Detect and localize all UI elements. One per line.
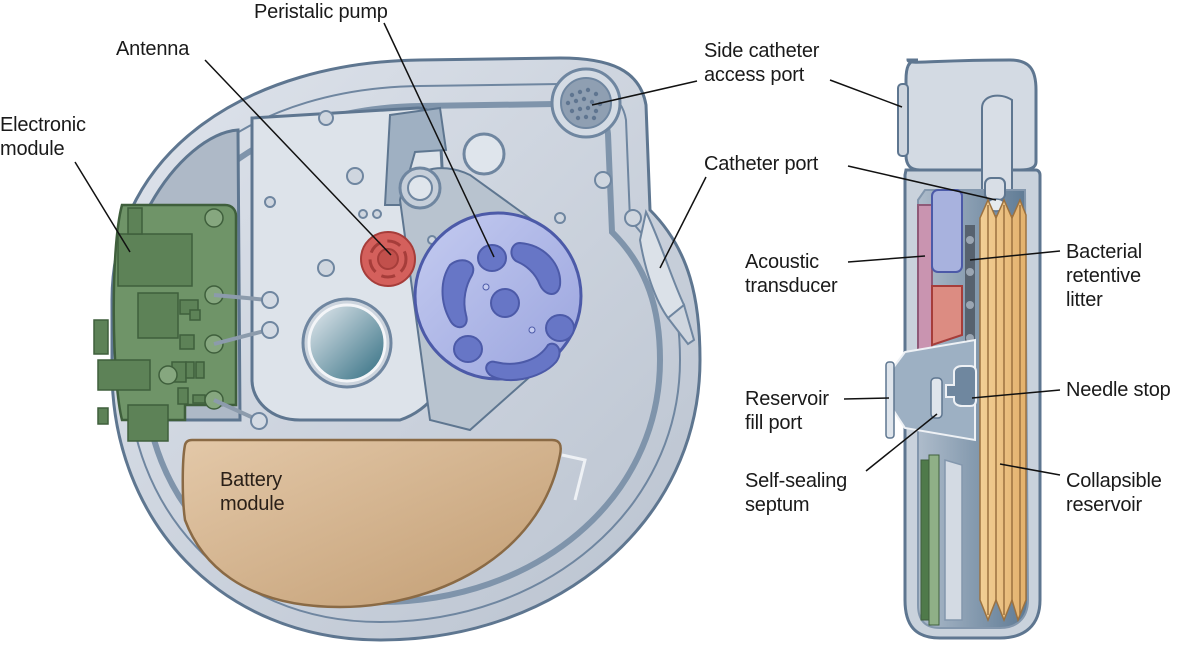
boss-large: [462, 132, 506, 176]
battery-bracket: [561, 453, 587, 501]
reservoir-pleats: [987, 205, 1021, 615]
leader-reservoir-fill-port: [843, 397, 890, 400]
leader-side-port-right: [829, 79, 903, 108]
electronic-module: [93, 203, 279, 442]
peristaltic-pump: [413, 211, 583, 382]
collapsible-reservoir: [979, 198, 1027, 623]
leader-electronic-module: [74, 161, 131, 253]
needle-stop: [945, 365, 977, 407]
side-catheter-access-port: [550, 67, 622, 139]
label-needle-stop: Needle stop: [1066, 379, 1171, 401]
label-collapsible-reservoir: Collapsible reservoir: [1066, 470, 1162, 516]
reservoir-fill-port: [885, 361, 895, 439]
leader-catheter-port-left: [659, 176, 707, 269]
battery-module: [181, 438, 562, 609]
antenna: [360, 231, 416, 287]
leader-lines: [74, 22, 1061, 476]
leader-catheter-port-right: [847, 165, 997, 201]
leader-peristalic-pump: [383, 22, 495, 258]
catheter-tube: [981, 94, 1013, 191]
self-sealing-septum: [930, 377, 943, 419]
side-access-tab: [897, 83, 909, 157]
leader-bacterial-retentive-litter: [969, 250, 1061, 261]
acoustic-transducer: [917, 204, 933, 356]
leader-acoustic-transducer: [847, 255, 926, 263]
label-electronic-module: Electronic module: [0, 114, 86, 160]
bacterial-filter: [965, 225, 975, 345]
top-view: [93, 56, 702, 642]
leader-needle-stop: [971, 389, 1061, 399]
label-reservoir-fill-port: Reservoir fill port: [745, 388, 829, 434]
lower-electronics: [920, 454, 963, 626]
label-acoustic-transducer: Acoustic transducer: [745, 251, 838, 297]
central-bore: [301, 297, 393, 389]
label-catheter-port: Catheter port: [704, 153, 819, 175]
top-cap: [904, 58, 1038, 172]
leader-collapsible-reservoir: [999, 463, 1061, 476]
leader-side-catheter-access-port: [591, 80, 698, 106]
label-battery-module: Battery module: [220, 469, 285, 515]
side-view: [885, 58, 1042, 640]
screw-holes: [264, 110, 642, 277]
transducer-blue-block: [931, 189, 963, 273]
label-bacterial-retentive-litter: Bacterial retentive litter: [1066, 241, 1143, 311]
label-side-catheter-access-port: Side catheter access port: [704, 40, 820, 86]
label-antenna: Antenna: [116, 38, 190, 60]
transducer-red-block: [931, 285, 963, 347]
leader-antenna: [204, 59, 392, 256]
leader-self-sealing-septum: [865, 413, 938, 472]
label-self-sealing-septum: Self-sealing septum: [745, 470, 848, 516]
boss-ring-inner: [407, 175, 433, 201]
label-peristalic-pump: Peristalic pump: [254, 1, 388, 23]
